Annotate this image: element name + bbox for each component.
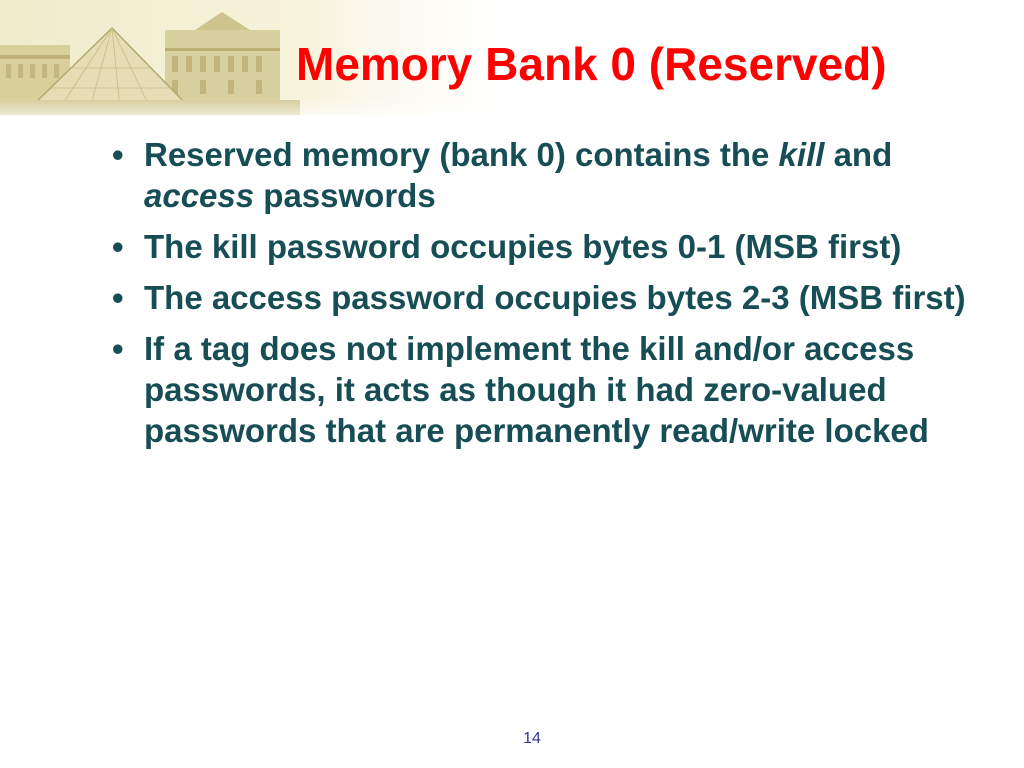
louvre-pyramid-photo-icon [0, 0, 560, 115]
bullet-text: passwords [254, 177, 436, 214]
bullet-dot-icon: • [112, 136, 124, 173]
bullet-list: • Reserved memory (bank 0) contains the k… [112, 134, 1004, 461]
bullet-item: • The access password occupies bytes 2-3 … [112, 277, 1004, 318]
bullet-text: and [824, 136, 893, 173]
page-number: 14 [523, 730, 541, 747]
bullet-text: If a tag does not implement the kill and… [144, 330, 929, 449]
bullet-text: The access password occupies bytes 2-3 (… [144, 279, 966, 316]
bullet-text: The kill password occupies bytes 0-1 (MS… [144, 228, 902, 265]
bullet-emphasis-text: access [144, 177, 255, 214]
bullet-emphasis-text: kill [778, 136, 825, 173]
bullet-item: • The kill password occupies bytes 0-1 (M… [112, 226, 1004, 267]
bullet-item: • Reserved memory (bank 0) contains the k… [112, 134, 1004, 216]
slide-title: Memory Bank 0 (Reserved) [296, 38, 887, 90]
bullet-dot-icon: • [112, 228, 124, 265]
bullet-dot-icon: • [112, 279, 124, 316]
bullet-text: Reserved memory (bank 0) contains the [144, 136, 779, 173]
bullet-item: • If a tag does not implement the kill an… [112, 328, 1004, 451]
bullet-dot-icon: • [112, 330, 124, 367]
